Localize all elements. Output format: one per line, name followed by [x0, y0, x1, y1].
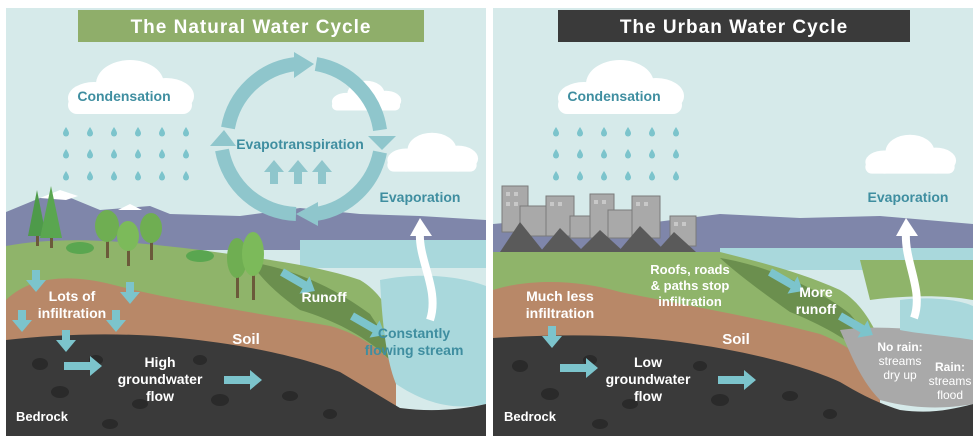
roofs-label-1: Roofs, roads — [650, 262, 729, 277]
urban-groundwater-label-1: Low — [634, 354, 662, 370]
no-rain-label-3: dry up — [883, 368, 917, 382]
tree-icon — [28, 186, 264, 300]
urban-title: The Urban Water Cycle — [620, 17, 848, 38]
rain-label-1: Rain: — [935, 360, 965, 374]
urban-runoff-label-1: More — [799, 284, 833, 300]
infiltration-label-2: infiltration — [38, 305, 106, 321]
urban-evaporation-label: Evaporation — [868, 189, 949, 205]
urban-infiltration-label-2: infiltration — [526, 305, 594, 321]
condensation-label: Condensation — [77, 88, 170, 104]
roofs-label-2: & paths stop — [651, 278, 730, 293]
stream-label-2: flowing stream — [365, 342, 464, 358]
runoff-label: Runoff — [301, 289, 346, 305]
rain-label-3: flood — [937, 388, 963, 402]
urban-panel — [493, 8, 973, 436]
evaporation-label: Evaporation — [380, 189, 461, 205]
groundwater-label-2: groundwater — [118, 371, 203, 387]
urban-condensation-label: Condensation — [567, 88, 660, 104]
natural-title: The Natural Water Cycle — [131, 17, 372, 38]
groundwater-label-3: flow — [146, 388, 174, 404]
stream-label-1: Constantly — [378, 325, 451, 341]
infiltration-label-1: Lots of — [49, 288, 96, 304]
soil-label: Soil — [232, 331, 260, 348]
bedrock-label: Bedrock — [16, 409, 69, 424]
urban-soil-label: Soil — [722, 331, 750, 348]
natural-panel — [6, 8, 486, 436]
evapotranspiration-label: Evapotranspiration — [236, 136, 364, 152]
rain-label-2: streams — [929, 374, 972, 388]
urban-groundwater-label-2: groundwater — [606, 371, 691, 387]
no-rain-label-1: No rain: — [877, 340, 922, 354]
urban-groundwater-label-3: flow — [634, 388, 662, 404]
urban-infiltration-label-1: Much less — [526, 288, 594, 304]
roofs-label-3: infiltration — [658, 294, 722, 309]
cycle-arrow-icon — [215, 57, 387, 221]
urban-runoff-label-2: runoff — [796, 301, 837, 317]
groundwater-label-1: High — [144, 354, 175, 370]
no-rain-label-2: streams — [879, 354, 922, 368]
urban-bedrock-label: Bedrock — [504, 409, 557, 424]
